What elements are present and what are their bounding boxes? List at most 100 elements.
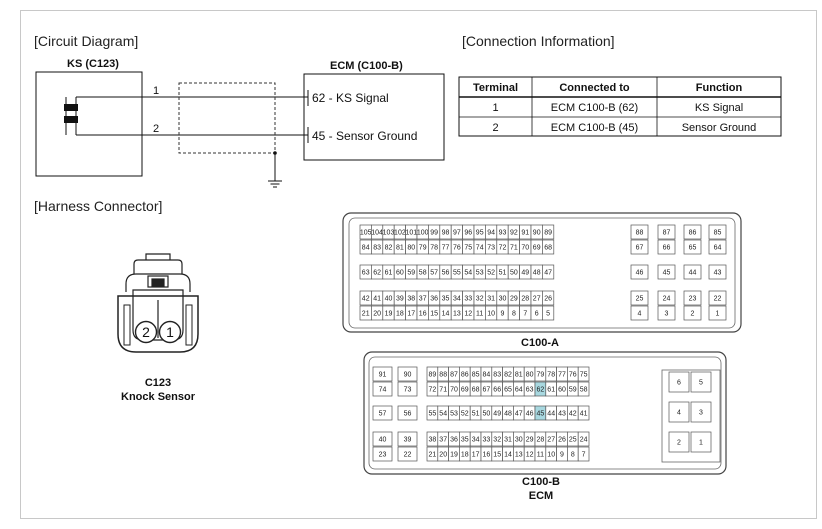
connector-pin-number: 14 [504,452,512,459]
connector-pin-number: 68 [544,245,552,252]
shield-dashed-box [178,82,276,154]
connector-pin-number: 49 [521,270,529,277]
connector-pin-number: 48 [504,411,512,418]
table-cell-terminal: 2 [492,122,498,134]
connector-pin-number: 10 [487,311,495,318]
connector-pin-number: 15 [493,452,501,459]
connector-pin-number: 98 [442,230,450,237]
connector-pin-number: 90 [404,372,412,379]
connector-pin-number: 103 [383,230,395,237]
connector-pin-number: 80 [526,372,534,379]
connector-pin-number: 13 [453,311,461,318]
connector-pin-number: 48 [533,270,541,277]
connector-pin-number: 30 [499,296,507,303]
connector-pin-number: 70 [450,387,458,394]
connector-pin-number: 52 [487,270,495,277]
c123-pin-2 [134,320,158,344]
connector-pin [577,381,590,397]
connector-pin-number: 57 [430,270,438,277]
connector-pin-number: 21 [362,311,370,318]
connector-pin-number: 4 [638,311,642,318]
connector-pin-number: 49 [493,411,501,418]
connector-pin-number: 63 [526,387,534,394]
connector-pin-number: 12 [464,311,472,318]
connector-pin-number: 2 [677,440,681,447]
table-header-function: Function [696,82,743,94]
circuit-diagram-heading: [Circuit Diagram] [34,33,138,49]
connector-pin-number: 16 [419,311,427,318]
connector-pin-number: 78 [430,245,438,252]
connector-pin-number: 32 [476,296,484,303]
connector-pin-number: 58 [580,387,588,394]
connector-pin-number: 14 [442,311,450,318]
connector-pin-number: 3 [665,311,669,318]
connector-pin-number: 90 [533,230,541,237]
connector-pin-number: 17 [407,311,415,318]
connector-pin-number: 40 [379,437,387,444]
connector-pin-number: 35 [461,437,469,444]
connector-pin-number: 91 [379,372,387,379]
connector-pin-number: 26 [544,296,552,303]
connector-pin-number: 13 [515,452,523,459]
connector-pin-number: 38 [429,437,437,444]
connector-pin-number: 94 [487,230,495,237]
connector-pin-number: 84 [483,372,491,379]
connector-pin-number: 87 [450,372,458,379]
connector-pin-number: 11 [476,311,483,318]
table-header-connected-to: Connected to [559,82,630,94]
connector-pin-number: 30 [515,437,523,444]
connector-pin [542,290,555,306]
connector-pin-number: 6 [535,311,539,318]
connector-pin-number: 74 [476,245,484,252]
connector-pin [708,239,727,255]
connector-pin-number: 36 [450,437,458,444]
connector-pin-number: 31 [504,437,512,444]
connector-pin-number: 18 [396,311,404,318]
connector-pin [668,401,690,423]
connector-pin-number: 101 [405,230,417,237]
connector-pin-number: 87 [663,230,671,237]
ecm-pin-62-label: 62 - KS Signal [312,91,389,105]
connector-pin [542,239,555,255]
c100a-connector-inner [348,217,736,329]
connector-pin [690,401,712,423]
connector-pin [397,446,418,462]
c100b-connector-outer [363,351,727,475]
connector-pin-number: 38 [407,296,415,303]
connector-pin-number: 34 [453,296,461,303]
connector-pin [683,239,702,255]
connector-pin-number: 37 [439,437,447,444]
connector-pin-number: 67 [636,245,644,252]
c123-pin-1-label: 1 [166,324,174,340]
connector-pin [372,405,393,421]
c100b-label: C100-B [522,476,560,488]
connector-pin-number: 31 [487,296,495,303]
connector-pin [708,264,727,280]
connector-pin-number: 19 [450,452,458,459]
connector-pin [708,305,727,321]
connector-pin-number: 73 [487,245,495,252]
connector-pin-number: 10 [547,452,555,459]
connector-pin-number: 56 [404,411,412,418]
connector-pin-number: 64 [515,387,523,394]
connector-pin-number: 69 [461,387,469,394]
connector-pin [397,366,418,382]
connector-pin-number: 45 [537,411,545,418]
ecm-pin-45-label: 45 - Sensor Ground [312,129,417,143]
c123-connector-drawing [117,253,199,353]
table-cell-connected-to: ECM C100-B (62) [551,102,638,114]
connector-pin [372,431,393,447]
connector-pin-number: 50 [483,411,491,418]
connector-pin-number: 61 [385,270,393,277]
connector-pin [542,305,555,321]
content-frame [20,10,817,519]
connector-pin-number: 46 [526,411,534,418]
connector-pin-number: 89 [544,230,552,237]
c100b-connector-inner [368,356,722,470]
connector-pin-number: 78 [547,372,555,379]
connector-pin-number: 26 [558,437,566,444]
connector-pin-number: 8 [512,311,516,318]
connector-pin-number: 8 [571,452,575,459]
connector-pin-number: 41 [580,411,588,418]
